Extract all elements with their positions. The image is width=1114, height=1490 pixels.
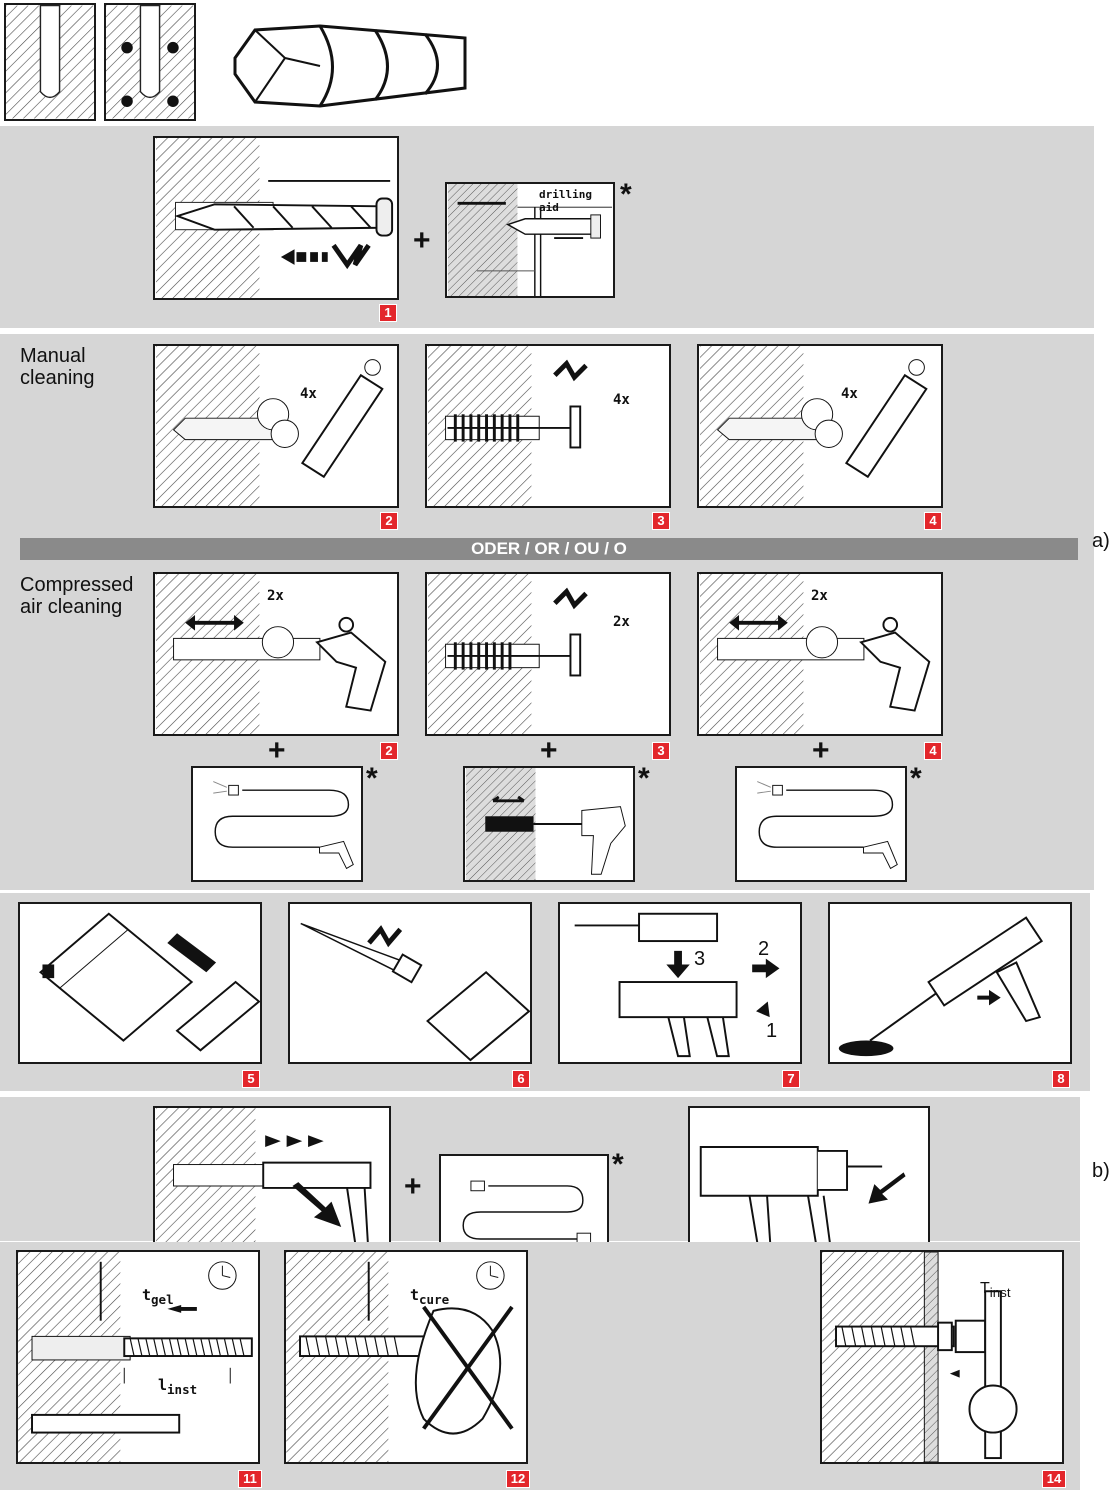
- step-number-3: 3: [652, 512, 670, 530]
- step-7-insert-cartridge-panel: 3 2 1: [558, 902, 802, 1064]
- gel-time-subscript: gel: [151, 1292, 174, 1307]
- step-number-3: 3: [652, 742, 670, 760]
- optional-asterisk: *: [620, 178, 632, 211]
- compressed-air-cleaning-label: Compressed air cleaning: [20, 574, 134, 618]
- step-number-2: 2: [380, 742, 398, 760]
- install-torque-subscript: inst: [989, 1285, 1011, 1301]
- repeat-count: 2x: [267, 588, 284, 604]
- step-4-blow-out-panel: 4x: [697, 344, 943, 508]
- step-number-7: 7: [782, 1070, 800, 1088]
- optional-asterisk: *: [366, 762, 378, 795]
- optional-asterisk: *: [612, 1148, 624, 1181]
- air-hose-accessory-panel: [735, 766, 907, 882]
- step-3-brush-panel: 2x: [425, 572, 671, 736]
- step-number-5: 5: [242, 1070, 260, 1088]
- air-hose-accessory-panel: [191, 766, 363, 882]
- step-number-6: 6: [512, 1070, 530, 1088]
- step-2-air-gun-panel: 2x: [153, 572, 399, 736]
- step-number-2: 2: [380, 512, 398, 530]
- repeat-count: 2x: [811, 588, 828, 604]
- step-14-torque-panel: Tinst: [820, 1250, 1064, 1464]
- repeat-count: 4x: [613, 392, 630, 408]
- step-8-discard-first-strokes-panel: [828, 902, 1072, 1064]
- plus-sign: +: [812, 734, 830, 767]
- step-mark-2: 2: [758, 938, 770, 960]
- cure-time-symbol: tcure: [410, 1286, 449, 1307]
- install-length-subscript: inst: [167, 1382, 198, 1397]
- drilling-aid-panel: drilling aid: [445, 182, 615, 298]
- gel-time-symbol: tgel: [142, 1286, 174, 1307]
- repeat-count: 4x: [300, 386, 317, 402]
- step-mark-3: 3: [694, 948, 706, 970]
- drill-brush-accessory-panel: [463, 766, 635, 882]
- step-6-attach-mixer-panel: [288, 902, 532, 1064]
- plus-sign: +: [540, 734, 558, 767]
- repeat-count: 2x: [613, 614, 630, 630]
- base-material-hollow-icon: [104, 3, 196, 121]
- step-number-1: 1: [379, 304, 397, 322]
- step-number-4: 4: [924, 742, 942, 760]
- step-11-insert-rod-panel: tgel linst: [16, 1250, 260, 1464]
- step-number-4: 4: [924, 512, 942, 530]
- install-length-l: l: [158, 1376, 168, 1394]
- step-3-brush-panel: 4x: [425, 344, 671, 508]
- step-mark-1: 1: [766, 1020, 778, 1042]
- repeat-count: 4x: [841, 386, 858, 402]
- install-torque-T: T: [980, 1280, 990, 1297]
- step-5-open-cartridge-panel: [18, 902, 262, 1064]
- optional-asterisk: *: [638, 762, 650, 795]
- gel-time-t: t: [142, 1286, 152, 1304]
- step-10-release-pressure-panel: [688, 1106, 930, 1268]
- step-1-drill-panel: [153, 136, 399, 300]
- side-label-b: b): [1092, 1160, 1110, 1182]
- step-12-curing-panel: tcure: [284, 1250, 528, 1464]
- plus-sign: +: [404, 1170, 422, 1203]
- drilling-aid-label: drilling aid: [539, 188, 592, 214]
- step-number-8: 8: [1052, 1070, 1070, 1088]
- step-4-air-gun-panel: 2x: [697, 572, 943, 736]
- install-torque-symbol: Tinst: [980, 1280, 1011, 1300]
- step-number-14: 14: [1042, 1470, 1066, 1488]
- step-number-11: 11: [238, 1470, 262, 1488]
- optional-asterisk: *: [910, 762, 922, 795]
- plus-sign: +: [413, 224, 431, 257]
- install-length-symbol: linst: [158, 1376, 197, 1397]
- hammer-drill-bit-icon: [225, 18, 470, 113]
- plus-sign: +: [268, 734, 286, 767]
- side-label-a: a): [1092, 530, 1110, 552]
- manual-cleaning-label: Manual cleaning: [20, 345, 95, 389]
- cure-time-subscript: cure: [419, 1292, 450, 1307]
- step-2-blow-out-panel: 4x: [153, 344, 399, 508]
- step-number-12: 12: [506, 1470, 530, 1488]
- cure-time-t: t: [410, 1286, 420, 1304]
- step-9-inject-mortar-panel: [153, 1106, 391, 1266]
- base-material-solid-icon: [4, 3, 96, 121]
- or-divider: ODER / OR / OU / O: [20, 538, 1078, 560]
